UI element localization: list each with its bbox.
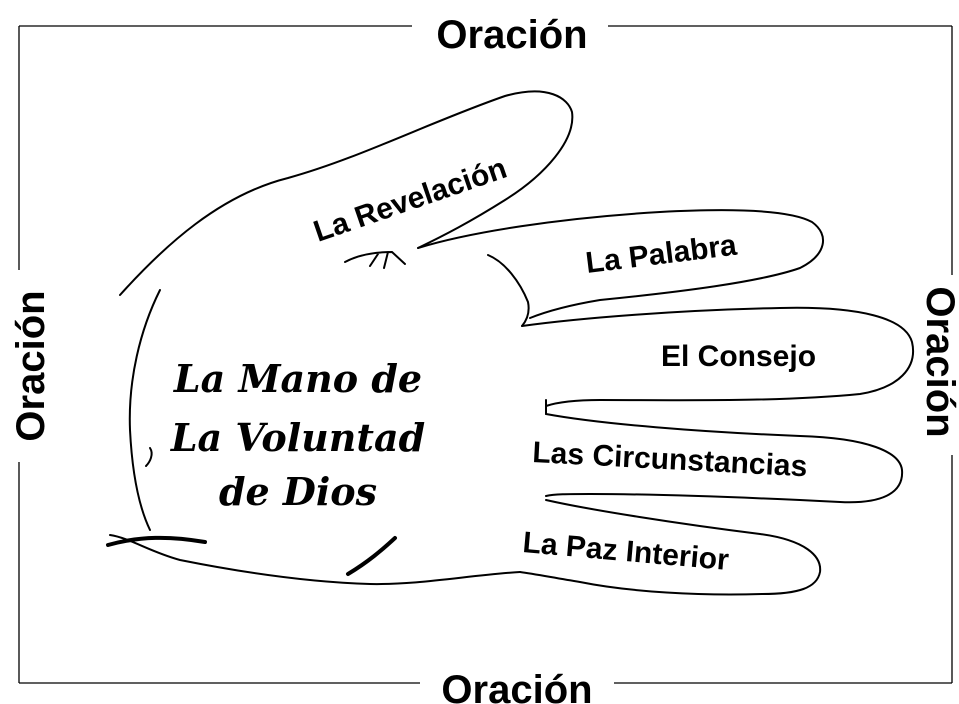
border-label-left: Oración: [9, 290, 53, 441]
hand-outline: [106, 90, 915, 596]
palm-title-line1: La Mano de: [173, 356, 422, 401]
ring-finger-outline: [545, 413, 904, 504]
thumb-joint: [344, 251, 406, 269]
border-label-right: Oración: [918, 286, 959, 437]
thumb-outline: [119, 90, 574, 296]
palm-left-edge: [128, 289, 161, 531]
middle-finger-outline: [521, 306, 915, 407]
wrist-crease: [346, 536, 397, 576]
little-finger-outline: [519, 499, 822, 596]
palm-title-line3: de Dios: [219, 469, 377, 514]
prayer-frame: [18, 25, 953, 684]
finger-label-peace: La Paz Interior: [521, 526, 730, 577]
finger-label-word: La Palabra: [584, 229, 739, 280]
border-label-top: Oración: [436, 13, 587, 57]
palm-bottom: [109, 534, 521, 586]
border-label-bottom: Oración: [441, 668, 592, 704]
wrist-line: [106, 535, 207, 547]
index-knuckle: [487, 254, 530, 327]
palm-title-line2: La Voluntad: [170, 415, 425, 460]
index-finger-outline: [417, 209, 824, 319]
finger-label-circumstances: Las Circunstancias: [532, 436, 808, 483]
palm-left-mark: [145, 447, 153, 467]
finger-label-revelation: La Revelación: [310, 152, 512, 249]
finger-label-counsel: El Consejo: [661, 340, 816, 373]
